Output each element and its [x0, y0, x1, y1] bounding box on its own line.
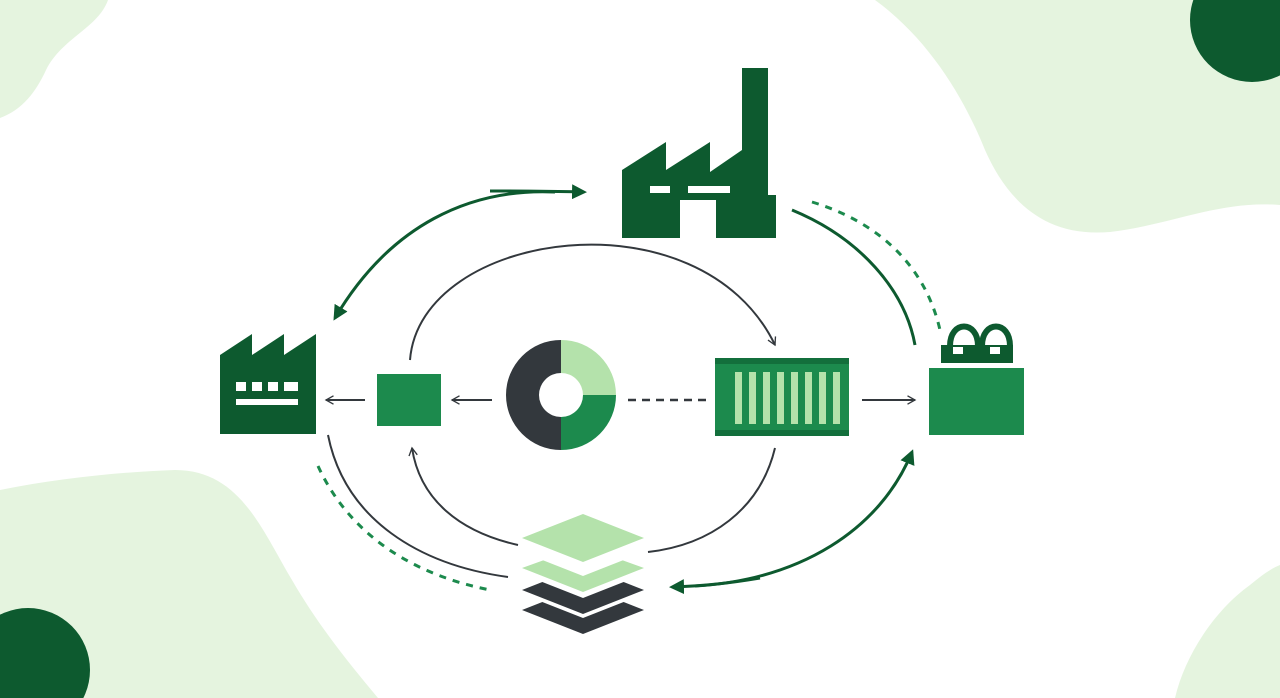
shopping-bag-icon [929, 323, 1024, 435]
blob-top-right [875, 0, 1280, 233]
arrow-upper-left-arc [333, 190, 556, 321]
dashed-arc-bottom-left [316, 465, 491, 592]
arrow-factory-to-store [791, 208, 917, 346]
arrow-to-factory [489, 184, 587, 200]
donut-segment-1 [561, 340, 616, 395]
donut-segment-3 [506, 340, 561, 450]
blob-bottom-left-dark [0, 608, 90, 698]
arc-left-factory-to-layers [327, 434, 509, 578]
arc-container-to-layers [647, 447, 776, 553]
blob-bottom-right [1175, 565, 1280, 698]
blob-bottom-left [0, 470, 378, 698]
inner-dark-arrows [324, 243, 917, 578]
shipping-container-icon [715, 358, 849, 436]
arrow-to-layers [669, 576, 761, 595]
arrow-layers-to-store [694, 449, 915, 588]
layers-stack-icon [522, 514, 644, 634]
blob-top-right-dark [1190, 0, 1280, 82]
main-factory-icon [622, 68, 776, 238]
arc-layers-to-box [408, 446, 519, 546]
box-icon [377, 374, 441, 426]
left-factory-icon [220, 334, 316, 434]
blob-top-left [0, 0, 108, 118]
donut-chart-icon [506, 340, 616, 450]
outer-green-arrows [316, 184, 942, 595]
donut-segment-2 [561, 395, 616, 450]
arc-box-to-container [409, 243, 777, 361]
